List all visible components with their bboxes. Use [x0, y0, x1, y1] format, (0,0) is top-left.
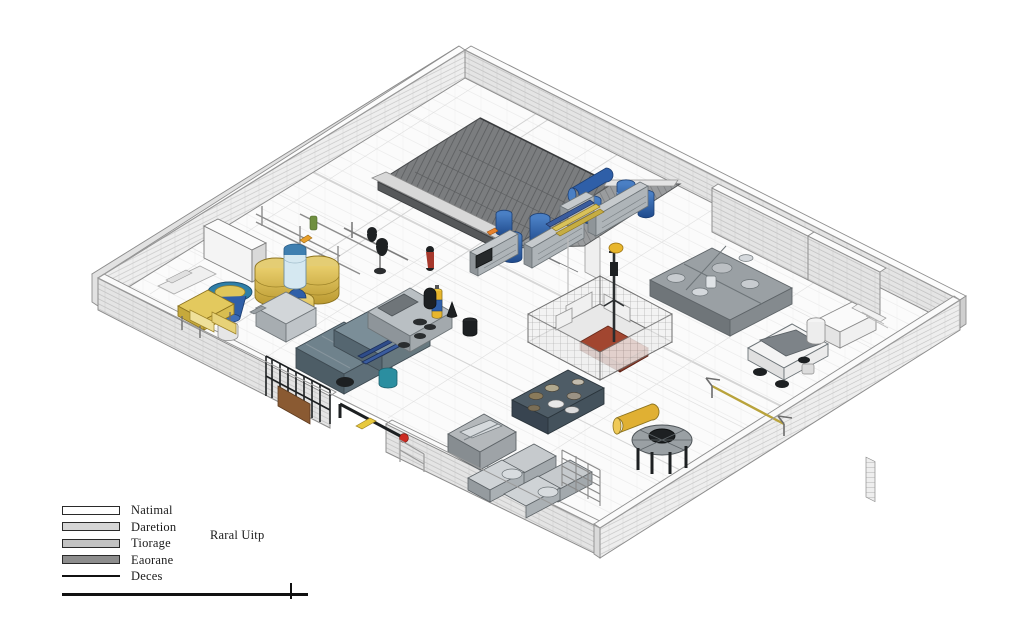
drum-blue-f	[495, 209, 513, 237]
legend-swatch-eaorane	[62, 555, 120, 565]
legend-label-tiorage: Tiorage	[131, 536, 171, 550]
panel-dark	[475, 247, 493, 269]
cylinder-yellow-horizontal	[612, 403, 660, 435]
tyre-loose-b	[424, 324, 436, 330]
pipe-bundle-yellow	[545, 199, 605, 237]
legend-row: Eaorane	[62, 552, 362, 569]
figure-red	[426, 246, 434, 271]
wheel-rear	[775, 380, 789, 388]
entry-gate-fence	[265, 355, 331, 424]
compound-outline	[96, 49, 962, 529]
legend-swatch-tiorage	[62, 538, 120, 548]
hoist-mast	[603, 242, 625, 342]
gantry-foot	[374, 267, 386, 275]
guard-post	[399, 439, 425, 472]
legend-label-daretion: Daretion	[131, 519, 177, 534]
turntable-dark	[631, 424, 693, 474]
nozzle-orange	[486, 227, 499, 236]
legend-note: Raral Uitp	[210, 528, 265, 542]
legend-row: Deces	[62, 568, 362, 585]
figure-dark-a	[367, 227, 377, 242]
legend-swatch-daretion	[62, 522, 120, 532]
north-bay-equipment	[469, 167, 655, 300]
hoist-cap-yellow	[608, 242, 624, 254]
rack-grey-c	[587, 181, 649, 237]
legend-row: Natimal	[62, 502, 362, 519]
wheel-front	[753, 368, 767, 376]
rack-grey-a	[469, 229, 519, 277]
legend-label-eaorane: Eaorane	[131, 552, 174, 567]
bollard-orange	[299, 234, 313, 244]
drum-dark-c	[462, 317, 478, 337]
legend-label-deces: Deces	[131, 569, 163, 583]
legend-label-natimal: Natimal	[131, 503, 173, 517]
wheel-side	[798, 356, 810, 364]
west-yard-equipment	[157, 206, 478, 472]
internal-partition-east	[807, 231, 887, 503]
cone-dark-b	[446, 300, 458, 318]
legend-swatch-deces	[62, 575, 120, 578]
cart-yellow	[177, 289, 237, 338]
scale-bar-line	[62, 593, 308, 597]
legend: Natimal Daretion Tiorage Eaorane Deces R…	[62, 502, 362, 602]
floor-marker-yellow	[355, 417, 377, 430]
bucket-teal	[378, 367, 398, 389]
gate-panel-wood	[277, 385, 311, 425]
figure-dark-b	[376, 238, 388, 256]
south-yard-equipment	[447, 369, 693, 519]
tank-lightblue-tall	[283, 243, 307, 290]
scale-bar-tick	[290, 583, 292, 599]
caged-pit-enclosure	[527, 242, 673, 381]
wall-northwest	[91, 45, 466, 307]
parts-tray-dark	[511, 369, 605, 435]
machine-skid-grey	[249, 291, 317, 343]
vehicle-tail-box	[801, 363, 815, 375]
bottle-dark-a	[423, 287, 437, 310]
wire-rack	[561, 449, 601, 506]
crate-group-east	[806, 301, 889, 349]
tyre-stack	[336, 377, 354, 387]
legend-swatch-natimal	[62, 505, 120, 515]
scale-bar	[62, 583, 312, 604]
open-bin-grey	[447, 413, 517, 471]
tyre-loose-a	[413, 318, 427, 326]
bollard-green	[309, 215, 318, 231]
trestle-yellow	[705, 377, 793, 436]
legend-row: Tiorage	[62, 535, 362, 552]
equipment-tray-grey	[649, 245, 793, 337]
legend-row: Daretion	[62, 519, 362, 536]
